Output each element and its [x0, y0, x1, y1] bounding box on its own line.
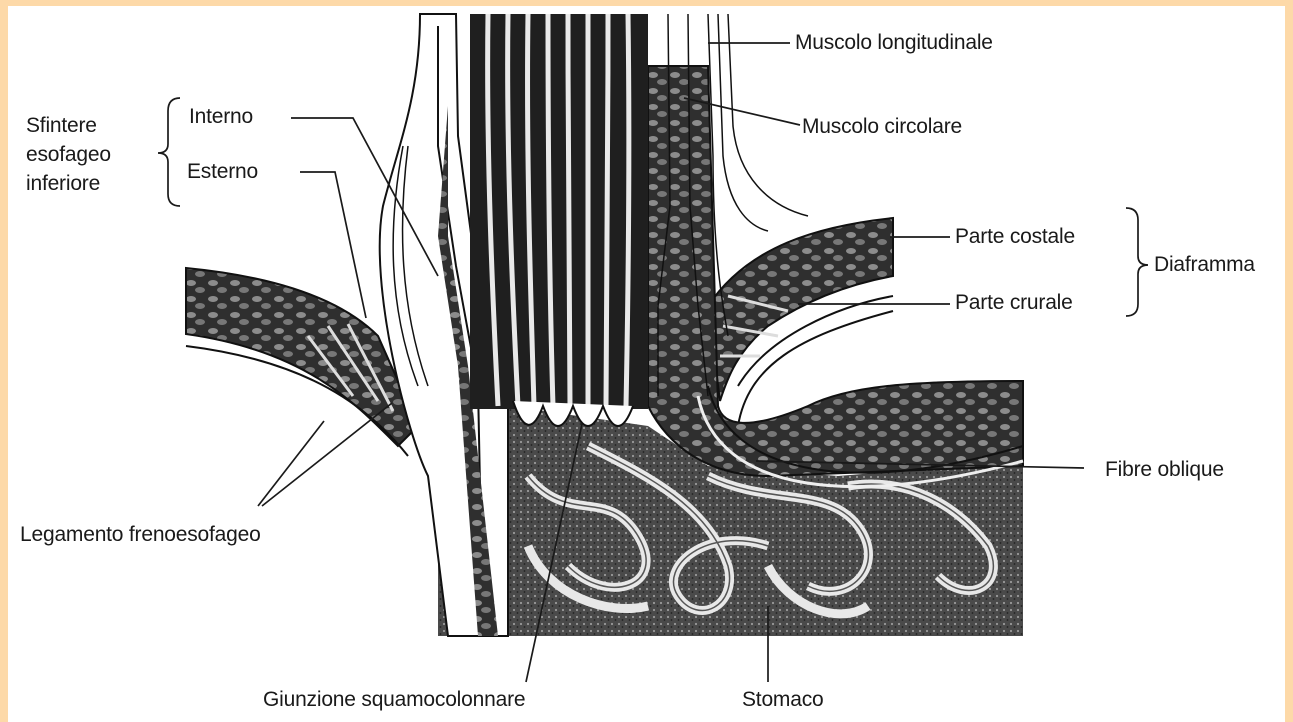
brace-sfintere: [158, 98, 180, 206]
label-diaframma: Diaframma: [1154, 252, 1255, 277]
label-muscolo-circolare: Muscolo circolare: [802, 114, 962, 139]
pointer-legamento-a: [258, 421, 324, 506]
label-muscolo-longitudinale: Muscolo longitudinale: [795, 30, 993, 55]
label-parte-costale: Parte costale: [955, 224, 1075, 249]
brace-diaframma: [1126, 208, 1148, 316]
label-sfintere-line3: inferiore: [26, 169, 111, 198]
label-sfintere-line2: esofageo: [26, 140, 111, 169]
label-esterno: Esterno: [187, 159, 258, 184]
label-stomaco: Stomaco: [742, 687, 823, 712]
label-interno: Interno: [189, 104, 253, 129]
esophagus-mucosa: [470, 14, 648, 426]
label-fibre-oblique: Fibre oblique: [1105, 457, 1224, 482]
label-giunzione-squamocolonnare: Giunzione squamocolonnare: [263, 687, 525, 712]
label-sfintere-group: Sfintere esofageo inferiore: [26, 111, 111, 198]
label-parte-crurale: Parte crurale: [955, 290, 1073, 315]
diagram-frame: Muscolo longitudinale Muscolo circolare …: [8, 6, 1285, 722]
pointer-legamento-b: [262, 403, 392, 506]
label-sfintere-line1: Sfintere: [26, 111, 111, 140]
label-legamento-frenoesofageo: Legamento frenoesofageo: [20, 522, 261, 547]
